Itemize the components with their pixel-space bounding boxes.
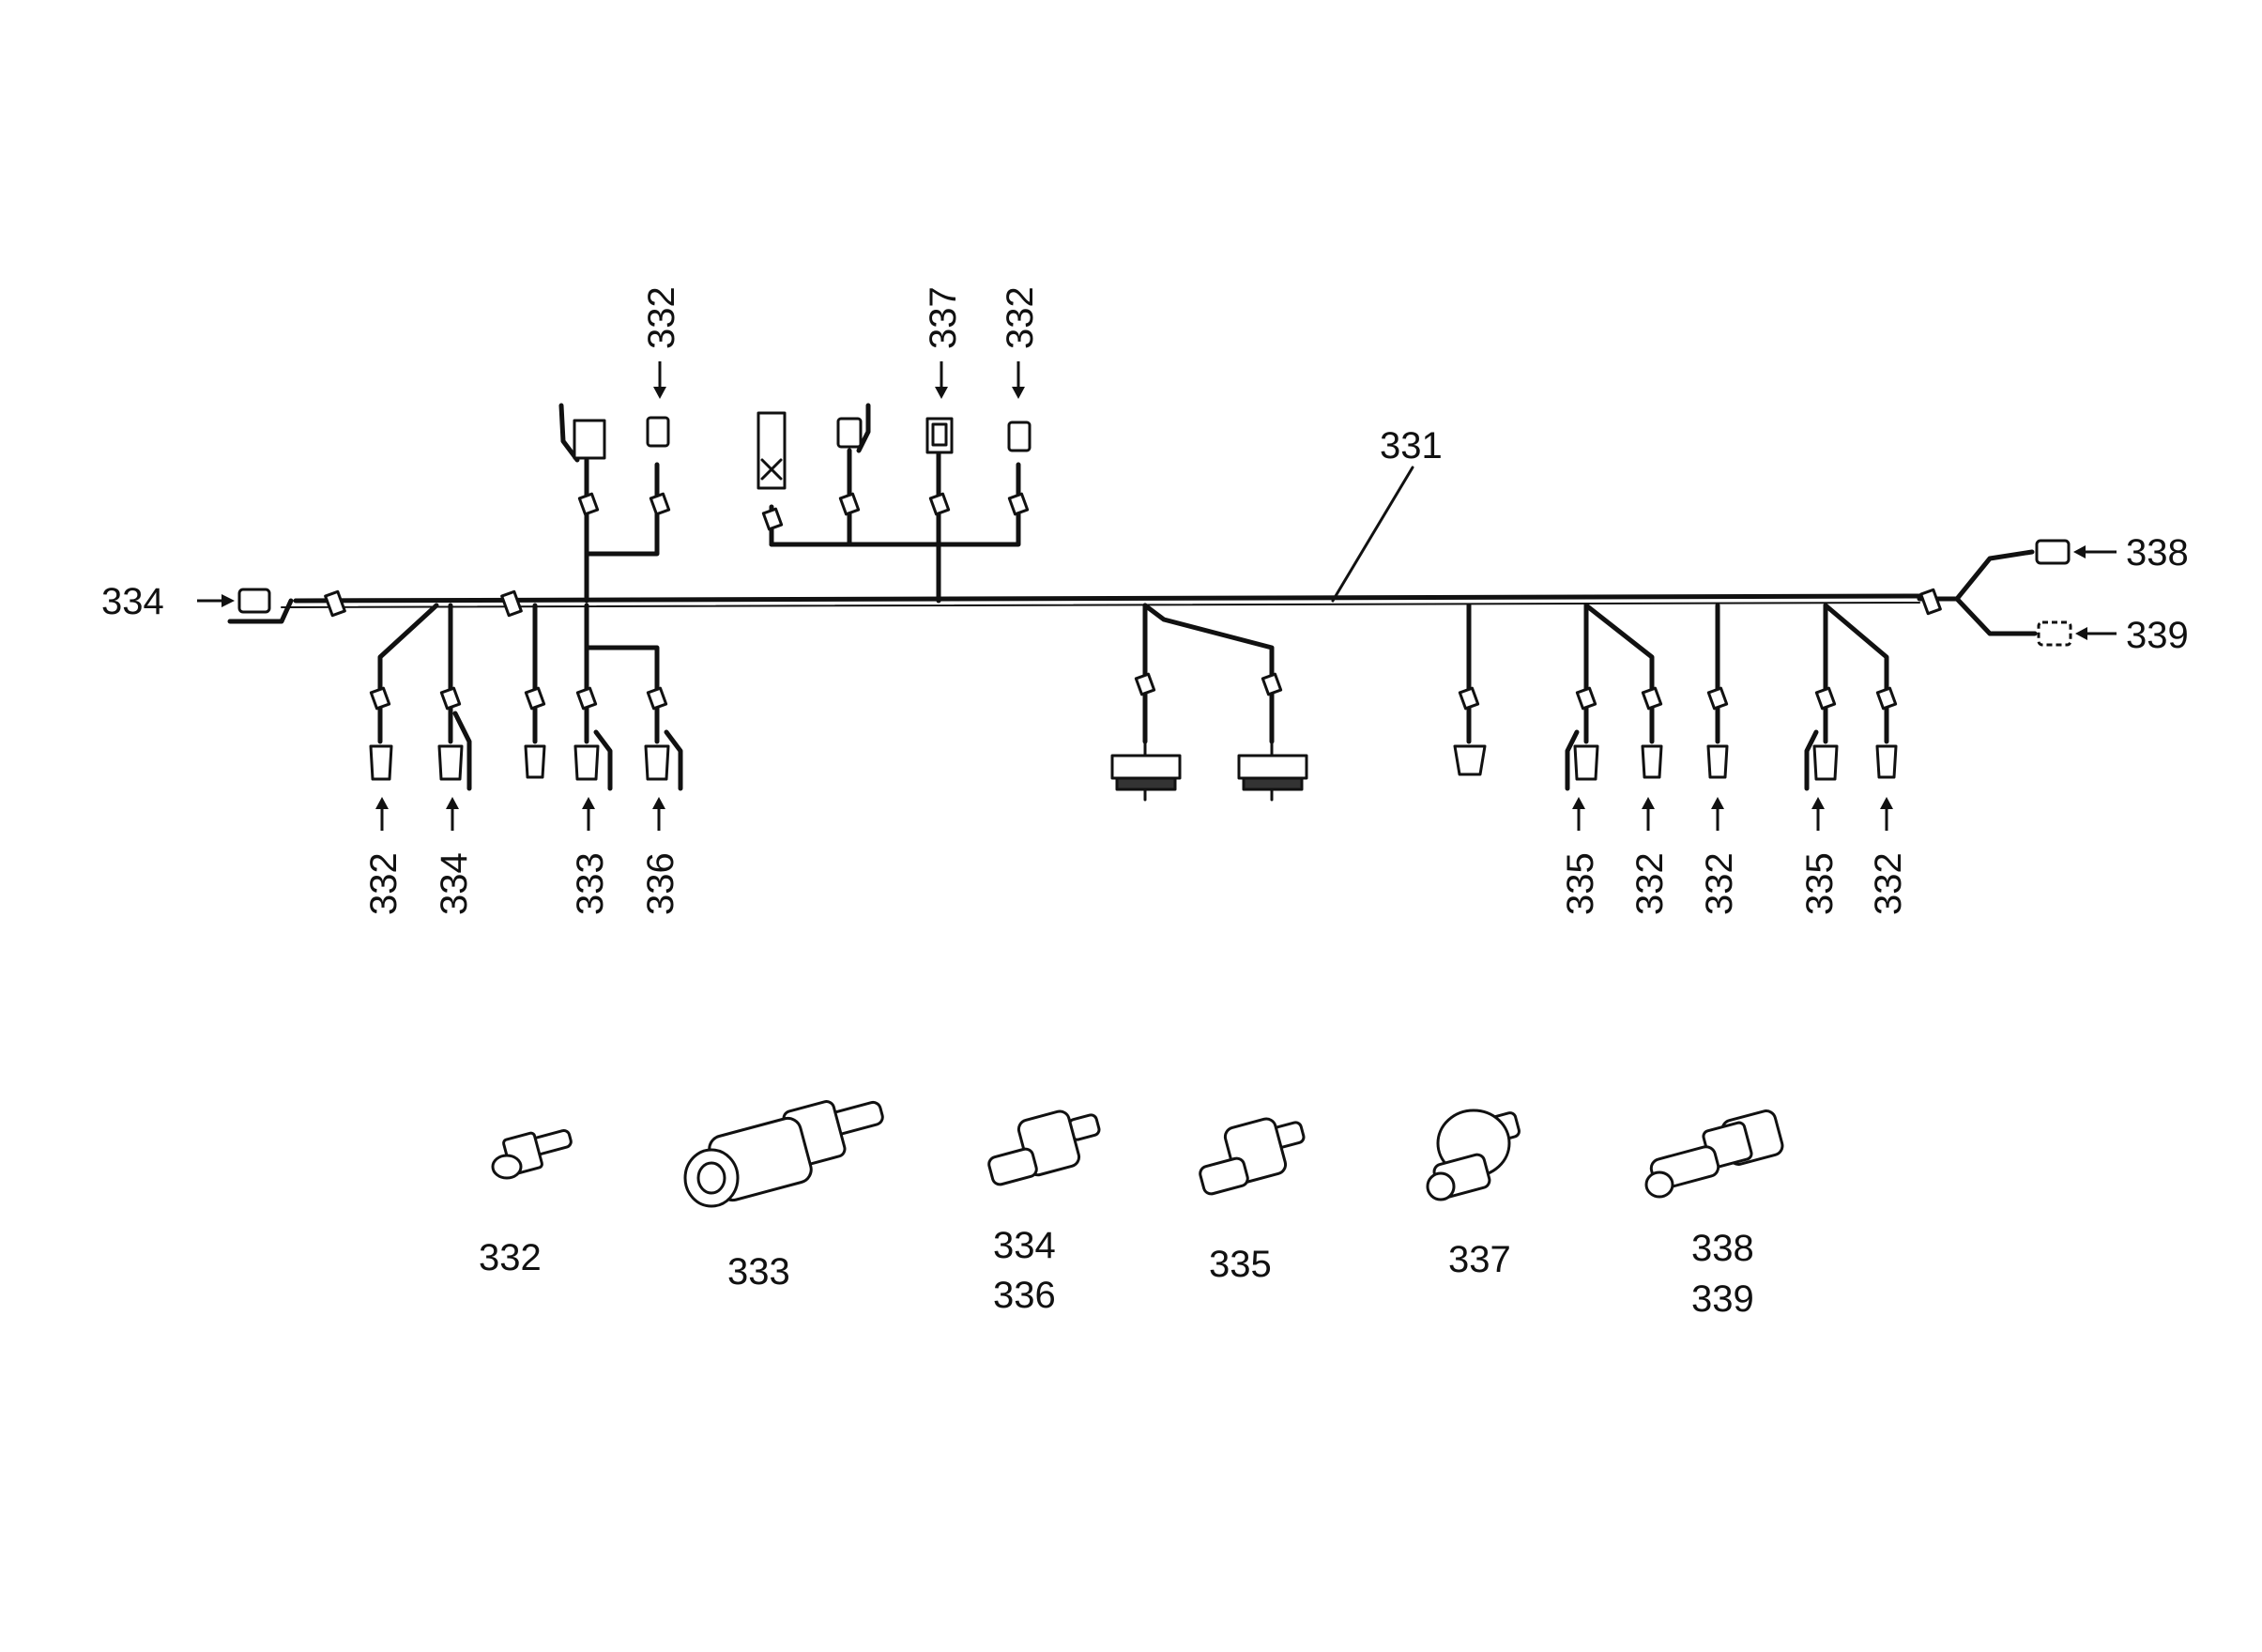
callout-bottom-332-c: 332 xyxy=(1699,797,1740,915)
main-harness xyxy=(227,549,2038,636)
pressure-switch-icon xyxy=(987,1109,1101,1186)
temperature-sender-icon xyxy=(491,1128,573,1180)
callout-bottom-332-a: 332 xyxy=(363,797,405,915)
pressure-sender-icon xyxy=(1426,1109,1521,1201)
pressure-switch-icon xyxy=(1199,1117,1306,1196)
svg-text:334: 334 xyxy=(434,852,475,915)
callout-338: 338 xyxy=(2126,532,2189,574)
svg-text:332: 332 xyxy=(1000,286,1041,349)
callout-bottom-334: 334 xyxy=(434,797,475,915)
part-label-337: 337 xyxy=(1448,1239,1511,1280)
callout-top-337: 337 xyxy=(923,286,964,399)
part-label-336: 336 xyxy=(993,1275,1056,1316)
top-callouts: 332 337 332 xyxy=(641,286,1041,399)
top-branches xyxy=(558,403,1032,604)
svg-text:332: 332 xyxy=(1868,852,1909,915)
callout-right: 338 339 xyxy=(2035,532,2189,656)
part-label-334: 334 xyxy=(993,1225,1056,1266)
svg-text:334: 334 xyxy=(101,581,164,622)
svg-text:332: 332 xyxy=(641,286,682,349)
part-illustrations xyxy=(491,1100,1784,1208)
svg-text:332: 332 xyxy=(363,852,405,915)
svg-text:335: 335 xyxy=(1799,852,1841,915)
svg-text:333: 333 xyxy=(570,852,611,915)
callout-bottom-335-a: 335 xyxy=(1560,797,1601,915)
callout-bottom-333: 333 xyxy=(570,797,611,915)
bottom-callouts: 332 334 333 336 335 332 332 335 332 xyxy=(363,797,1909,915)
part-label-338: 338 xyxy=(1691,1228,1754,1269)
svg-text:336: 336 xyxy=(640,852,681,915)
callout-bottom-336: 336 xyxy=(640,797,681,915)
callout-top-332-b: 332 xyxy=(1000,286,1041,399)
callout-331: 331 xyxy=(1380,425,1443,467)
part-label-339: 339 xyxy=(1691,1278,1754,1320)
part-label-335: 335 xyxy=(1209,1244,1272,1285)
callout-bottom-332-b: 332 xyxy=(1629,797,1671,915)
svg-text:337: 337 xyxy=(923,286,964,349)
part-label-333: 333 xyxy=(727,1251,790,1293)
svg-text:332: 332 xyxy=(1629,852,1671,915)
callout-339: 339 xyxy=(2126,615,2189,656)
callout-left-334: 334 xyxy=(101,581,271,622)
svg-text:335: 335 xyxy=(1560,852,1601,915)
callout-top-332-a: 332 xyxy=(641,286,682,399)
callout-leader-331 xyxy=(1331,466,1414,603)
svg-text:332: 332 xyxy=(1699,852,1740,915)
part-labels: 332 333 334 336 335 337 338 339 xyxy=(479,1225,1754,1320)
callout-bottom-335-b: 335 xyxy=(1799,797,1841,915)
speed-sensor-icon xyxy=(1644,1109,1784,1199)
bottom-branches xyxy=(369,603,1898,802)
pressure-switch-large-icon xyxy=(683,1100,884,1208)
callout-bottom-332-d: 332 xyxy=(1868,797,1909,915)
part-label-332: 332 xyxy=(479,1237,542,1278)
